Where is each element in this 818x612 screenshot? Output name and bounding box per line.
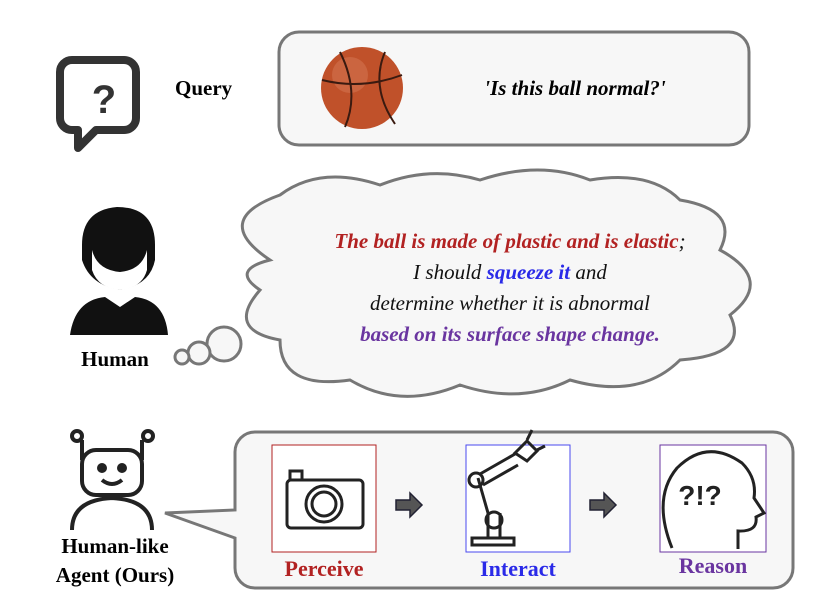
question-bubble-icon [56,56,140,152]
query-question: 'Is this ball normal?' [484,76,666,100]
robot-arm-icon [467,429,546,547]
agent-label-line1: Human-like [61,534,169,558]
perceive-frame [271,444,377,553]
thought-line-4: based on its surface shape change. [360,322,660,346]
thought-line-3: determine whether it is abnormal [370,291,650,315]
step-interact-label: Interact [480,556,556,581]
basketball-image [321,47,403,129]
step-reason-label: Reason [678,553,748,578]
query-box [277,30,751,147]
query-label: Query [175,76,233,100]
robot-agent-icon [70,429,155,531]
thought-line-1-end: ; [678,229,686,253]
camera-icon [285,469,365,530]
head-thinking-icon [661,450,767,549]
human-avatar-icon [70,207,168,335]
human-label: Human [81,347,149,371]
reason-frame [659,444,767,553]
thought-line-2-pre: I should [413,260,487,284]
question-mark: ? [92,78,116,122]
interact-frame [465,444,571,553]
agent-label-line2: Agent (Ours) [55,563,175,587]
thought-line-2-emphasis: squeeze it [486,260,571,284]
question-exclaim-glyphs: ?!? [678,480,722,511]
thought-line-1: The ball is made of plastic and is elast… [334,229,679,253]
thought-cloud [173,168,752,398]
arrow-icon [395,491,618,519]
thought-line-2-post: and [570,260,607,284]
step-perceive-label: Perceive [284,556,364,581]
